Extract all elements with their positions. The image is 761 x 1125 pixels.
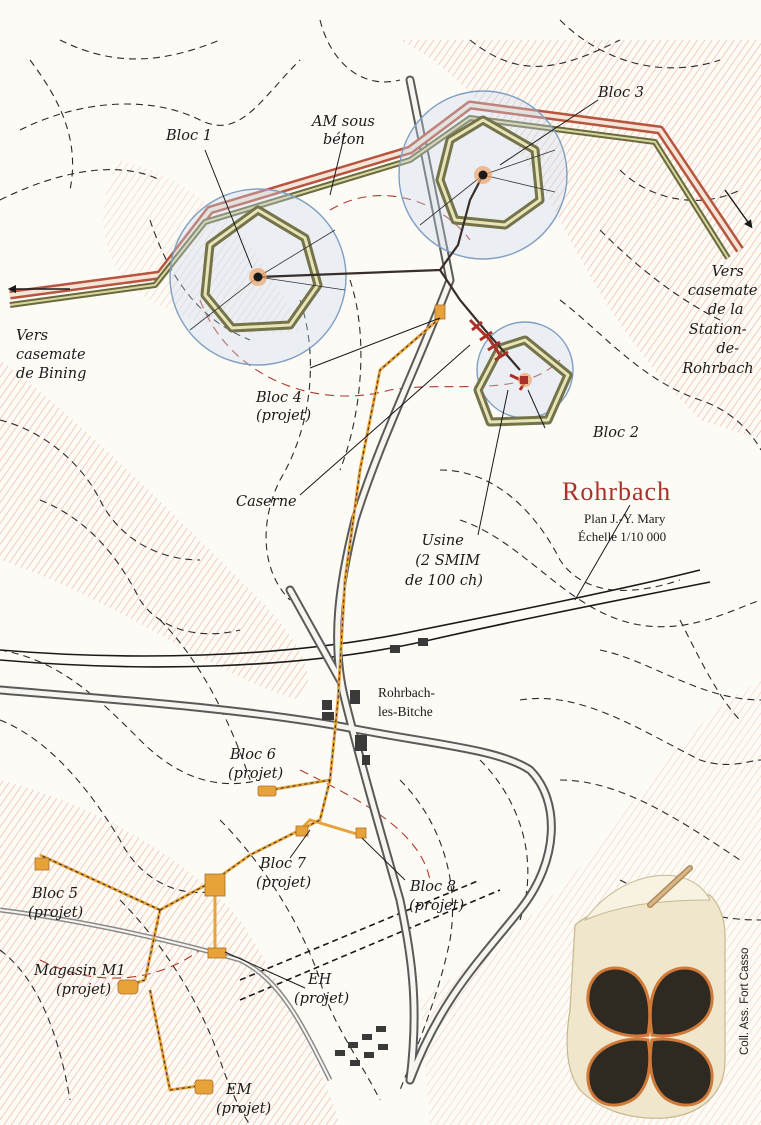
label-bloc6: Bloc 6 (projet) xyxy=(228,747,283,782)
label-am-sous-beton: AM sous béton xyxy=(310,114,380,148)
projet-galleries-dashes xyxy=(39,317,441,1091)
label-eh-2: (projet) xyxy=(294,991,349,1007)
sector-lines xyxy=(189,149,556,331)
label-bloc6-1: Bloc 6 xyxy=(229,747,276,763)
label-bloc7-2: (projet) xyxy=(256,875,311,891)
label-magasin: Magasin M1 (projet) xyxy=(33,963,130,998)
label-bloc3: Bloc 3 xyxy=(597,85,644,101)
label-town-1: Rohrbach- xyxy=(378,685,435,700)
village-buildings xyxy=(322,638,428,1066)
label-bloc6-2: (projet) xyxy=(228,766,283,782)
label-am-line2: béton xyxy=(323,132,365,148)
label-magasin-2: (projet) xyxy=(56,982,111,998)
label-bloc4: Bloc 4 (projet) xyxy=(255,390,311,424)
map-title: Rohrbach xyxy=(562,477,671,506)
label-bining-3: de Bining xyxy=(16,366,86,382)
label-em: EM (projet) xyxy=(216,1082,271,1117)
label-bining-1: Vers xyxy=(16,328,48,344)
label-bloc8: Bloc 8 (projet) xyxy=(409,879,464,914)
label-eh-1: EH xyxy=(307,972,332,988)
label-em-1: EM xyxy=(225,1082,253,1098)
turrets xyxy=(249,166,532,387)
label-bloc8-2: (projet) xyxy=(409,898,464,914)
label-station-3: de la xyxy=(708,302,744,318)
label-station-2: casemate xyxy=(688,283,758,299)
projet-blocks xyxy=(34,304,446,1095)
plan-credit: Plan J.-Y. Mary xyxy=(584,511,666,526)
label-bloc4-2: (projet) xyxy=(256,408,311,424)
railway xyxy=(0,569,711,1001)
label-bloc5-1: Bloc 5 xyxy=(31,886,78,902)
label-town-2: les-Bitche xyxy=(378,704,433,719)
label-vers-station: Vers casemate de la Station- de- Rohrbac… xyxy=(681,264,761,377)
label-bloc5: Bloc 5 (projet) xyxy=(28,886,83,921)
label-am-line1: AM sous xyxy=(310,114,375,130)
label-station-4: Station- xyxy=(689,322,747,338)
label-town: Rohrbach- les-Bitche xyxy=(378,685,438,719)
label-bining-2: casemate xyxy=(16,347,86,363)
label-station-1: Vers xyxy=(712,264,744,280)
label-bloc8-1: Bloc 8 xyxy=(409,879,456,895)
four-leaf-clover-emblem xyxy=(566,865,726,1119)
label-em-2: (projet) xyxy=(216,1101,271,1117)
label-bloc2: Bloc 2 xyxy=(592,425,639,441)
roads-inner xyxy=(0,77,554,1083)
label-usine-3: de 100 ch) xyxy=(405,573,483,589)
collection-credit: Coll. Ass. Fort Casso xyxy=(739,948,751,1055)
map-scale: Échelle 1/10 000 xyxy=(578,529,666,544)
label-bloc4-1: Bloc 4 xyxy=(255,390,302,406)
map-labels: Bloc 1 AM sous béton Bloc 3 Vers casemat… xyxy=(16,85,761,1117)
label-bloc7-1: Bloc 7 xyxy=(259,856,307,872)
label-caserne: Caserne xyxy=(236,494,297,510)
label-bloc5-2: (projet) xyxy=(28,905,83,921)
label-magasin-1: Magasin M1 xyxy=(33,963,126,979)
label-bloc1: Bloc 1 xyxy=(165,128,212,144)
leader-lines xyxy=(204,99,631,989)
label-usine: Usine (2 SMIM de 100 ch) xyxy=(405,533,485,589)
label-station-5: de- xyxy=(716,341,739,357)
label-vers-bining: Vers casemate de Bining xyxy=(16,328,90,382)
contour-lines xyxy=(0,19,761,1125)
label-usine-2: (2 SMIM xyxy=(415,553,481,569)
antitank-obstacle xyxy=(9,100,744,308)
galleries xyxy=(257,174,521,371)
label-eh: EH (projet) xyxy=(294,972,349,1007)
arrow-station xyxy=(724,189,753,229)
label-station-6: Rohrbach xyxy=(681,361,753,377)
label-bloc7: Bloc 7 (projet) xyxy=(256,856,311,891)
label-usine-1: Usine xyxy=(422,533,464,549)
